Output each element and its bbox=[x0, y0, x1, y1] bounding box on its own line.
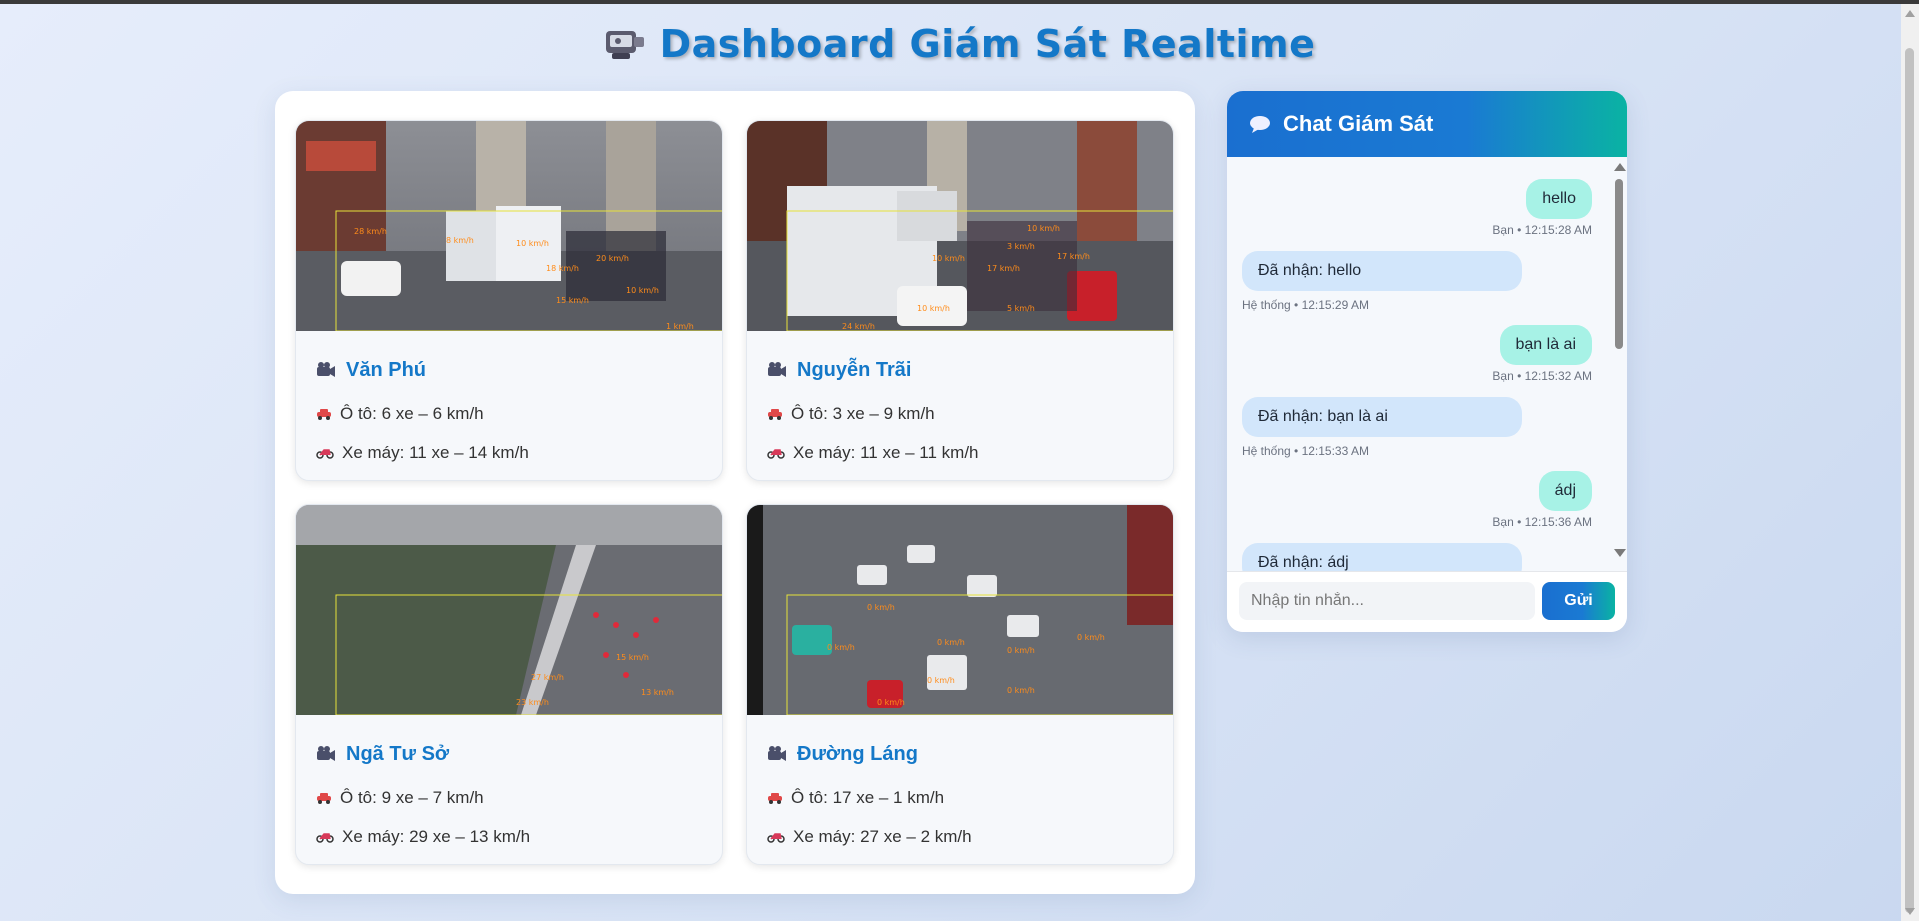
message-meta: Bạn • 12:15:28 AM bbox=[1492, 223, 1592, 237]
chat-messages[interactable]: hello Bạn • 12:15:28 AM Đã nhận: hello H… bbox=[1227, 157, 1627, 632]
camera-name: Nguyễn Trãi bbox=[767, 357, 911, 383]
svg-text:13 km/h: 13 km/h bbox=[641, 688, 674, 697]
svg-text:0 km/h: 0 km/h bbox=[937, 638, 965, 647]
svg-text:23 km/h: 23 km/h bbox=[516, 698, 549, 707]
chat-title: Chat Giám Sát bbox=[1283, 111, 1434, 136]
scroll-down-arrow-icon[interactable] bbox=[1614, 549, 1626, 557]
car-stat: Ô tô: 9 xe – 7 km/h bbox=[316, 787, 484, 809]
svg-text:0 km/h: 0 km/h bbox=[1007, 646, 1035, 655]
chat-input-row: Gửi bbox=[1227, 571, 1627, 632]
page-scroll-thumb[interactable] bbox=[1905, 48, 1914, 913]
svg-text:1 km/h: 1 km/h bbox=[666, 322, 694, 331]
svg-text:0 km/h: 0 km/h bbox=[877, 698, 905, 707]
car-icon bbox=[317, 793, 331, 804]
chat-scrollbar[interactable] bbox=[1611, 161, 1627, 565]
motorbike-stat: Xe máy: 11 xe – 14 km/h bbox=[316, 442, 529, 464]
svg-text:0 km/h: 0 km/h bbox=[827, 643, 855, 652]
car-icon bbox=[768, 409, 782, 420]
svg-text:15 km/h: 15 km/h bbox=[556, 296, 589, 305]
message-meta: Hệ thống • 12:15:33 AM bbox=[1242, 444, 1369, 458]
camera-feed-image: 10 km/h 3 km/h 10 km/h 17 km/h 17 km/h 10 k… bbox=[747, 121, 1173, 331]
message-system: Đã nhận: ádj bbox=[1242, 543, 1522, 571]
page-title: Dashboard Giám Sát Realtime bbox=[659, 22, 1316, 66]
motorbike-icon bbox=[767, 833, 785, 843]
message-user: bạn là ai bbox=[1499, 325, 1592, 365]
svg-text:18 km/h: 18 km/h bbox=[546, 264, 579, 273]
svg-text:24 km/h: 24 km/h bbox=[842, 322, 875, 331]
camera-card-duong-lang[interactable]: 0 km/h 0 km/h 0 km/h 0 km/h 0 km/h 0 km/h 0… bbox=[746, 504, 1174, 865]
motorbike-icon bbox=[316, 833, 334, 843]
message-user: hello bbox=[1526, 179, 1592, 219]
chat-panel: Chat Giám Sát hello Bạn • 12:15:28 AM Đã… bbox=[1227, 91, 1627, 632]
svg-text:17 km/h: 17 km/h bbox=[1057, 252, 1090, 261]
scroll-up-arrow-icon[interactable] bbox=[1614, 163, 1626, 171]
camera-name: Ngã Tư Sở bbox=[316, 741, 449, 767]
chat-header: Chat Giám Sát bbox=[1227, 91, 1627, 157]
svg-text:17 km/h: 17 km/h bbox=[987, 264, 1020, 273]
svg-text:8 km/h: 8 km/h bbox=[446, 236, 474, 245]
movie-camera-icon bbox=[768, 746, 786, 761]
message-user: ádj bbox=[1538, 471, 1592, 511]
motorbike-stat: Xe máy: 11 xe – 11 km/h bbox=[767, 442, 979, 464]
svg-text:0 km/h: 0 km/h bbox=[867, 603, 895, 612]
camera-grid: 28 km/h 8 km/h 10 km/h 20 km/h 18 km/h 10 k… bbox=[275, 91, 1195, 894]
svg-text:10 km/h: 10 km/h bbox=[626, 286, 659, 295]
page-scrollbar[interactable] bbox=[1901, 4, 1919, 921]
svg-text:27 km/h: 27 km/h bbox=[531, 673, 564, 682]
message-system: Đã nhận: bạn là ai bbox=[1242, 397, 1522, 437]
camera-card-van-phu[interactable]: 28 km/h 8 km/h 10 km/h 20 km/h 18 km/h 10 k… bbox=[295, 120, 723, 481]
speech-bubble-icon bbox=[1250, 116, 1270, 133]
svg-text:0 km/h: 0 km/h bbox=[1007, 686, 1035, 695]
camera-name: Văn Phú bbox=[316, 357, 426, 383]
svg-text:10 km/h: 10 km/h bbox=[516, 239, 549, 248]
svg-text:10 km/h: 10 km/h bbox=[932, 254, 965, 263]
message-meta: Hệ thống • 12:15:29 AM bbox=[1242, 298, 1369, 312]
car-stat: Ô tô: 17 xe – 1 km/h bbox=[767, 787, 944, 809]
message-meta: Bạn • 12:15:36 AM bbox=[1492, 515, 1592, 529]
svg-text:28 km/h: 28 km/h bbox=[354, 227, 387, 236]
camera-feed-image: 28 km/h 8 km/h 10 km/h 20 km/h 18 km/h 10 k… bbox=[296, 121, 722, 331]
svg-text:15 km/h: 15 km/h bbox=[616, 653, 649, 662]
svg-text:0 km/h: 0 km/h bbox=[1077, 633, 1105, 642]
camera-card-nguyen-trai[interactable]: 10 km/h 3 km/h 10 km/h 17 km/h 17 km/h 10 k… bbox=[746, 120, 1174, 481]
message-meta: Bạn • 12:15:32 AM bbox=[1492, 369, 1592, 383]
svg-text:20 km/h: 20 km/h bbox=[596, 254, 629, 263]
movie-camera-icon bbox=[768, 362, 786, 377]
motorbike-stat: Xe máy: 29 xe – 13 km/h bbox=[316, 826, 530, 848]
chat-scroll-thumb[interactable] bbox=[1615, 179, 1623, 349]
svg-text:10 km/h: 10 km/h bbox=[1027, 224, 1060, 233]
svg-text:3 km/h: 3 km/h bbox=[1007, 242, 1035, 251]
car-stat: Ô tô: 6 xe – 6 km/h bbox=[316, 403, 484, 425]
video-camera-icon bbox=[605, 31, 644, 59]
motorbike-icon bbox=[316, 449, 334, 459]
motorbike-stat: Xe máy: 27 xe – 2 km/h bbox=[767, 826, 972, 848]
svg-text:0 km/h: 0 km/h bbox=[927, 676, 955, 685]
camera-feed-image: 27 km/h 15 km/h 13 km/h 23 km/h bbox=[296, 505, 722, 715]
page-scroll-up-icon[interactable] bbox=[1905, 10, 1915, 17]
message-system: Đã nhận: hello bbox=[1242, 251, 1522, 291]
car-stat: Ô tô: 3 xe – 9 km/h bbox=[767, 403, 935, 425]
window-top-border bbox=[0, 0, 1919, 4]
svg-text:5 km/h: 5 km/h bbox=[1007, 304, 1035, 313]
movie-camera-icon bbox=[317, 362, 335, 377]
camera-feed-image: 0 km/h 0 km/h 0 km/h 0 km/h 0 km/h 0 km/h 0… bbox=[747, 505, 1173, 715]
camera-name: Đường Láng bbox=[767, 741, 918, 767]
motorbike-icon bbox=[767, 449, 785, 459]
movie-camera-icon bbox=[317, 746, 335, 761]
car-icon bbox=[317, 409, 331, 420]
svg-text:10 km/h: 10 km/h bbox=[917, 304, 950, 313]
car-icon bbox=[768, 793, 782, 804]
page-header: Dashboard Giám Sát Realtime bbox=[0, 20, 1919, 68]
send-button[interactable]: Gửi bbox=[1542, 582, 1615, 620]
page-scroll-down-icon[interactable] bbox=[1905, 908, 1915, 915]
chat-message-input[interactable] bbox=[1239, 582, 1535, 620]
